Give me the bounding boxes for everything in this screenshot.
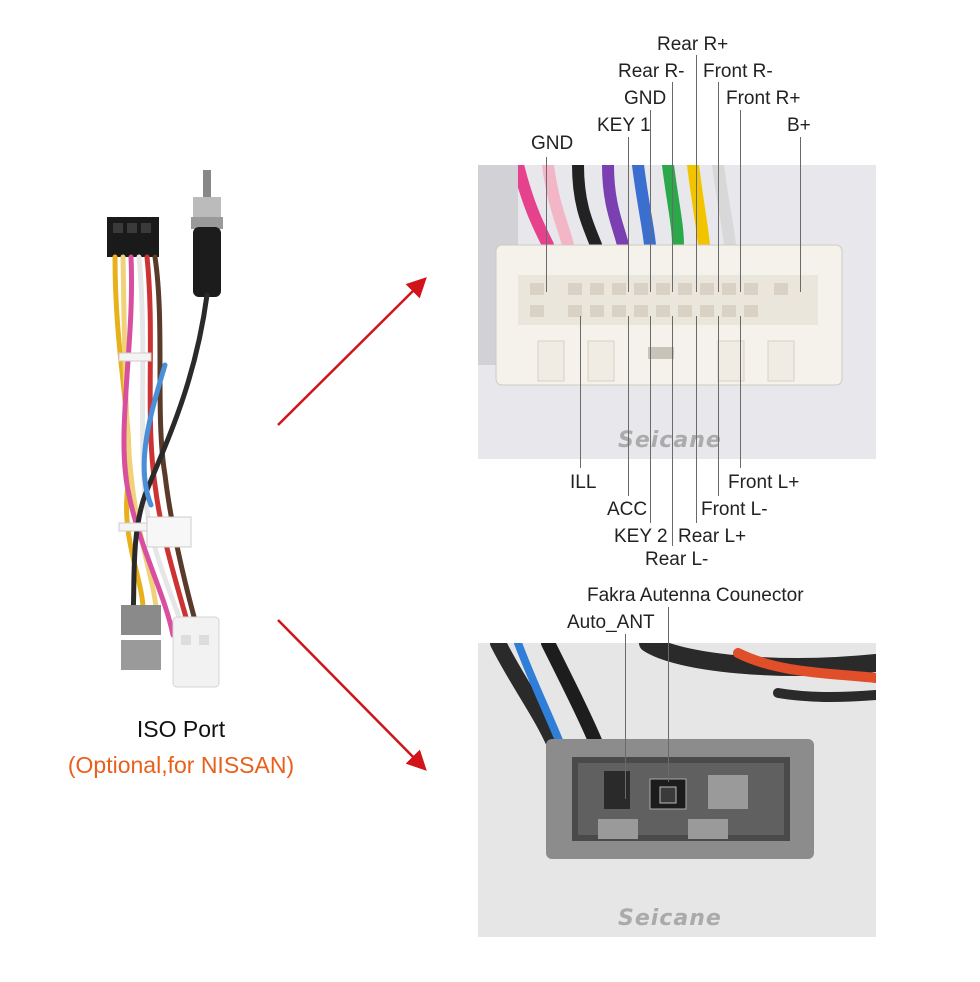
label-rear-r-plus: Rear R+ bbox=[657, 34, 729, 55]
label-b-plus: B+ bbox=[787, 115, 811, 136]
iso-port-subtitle: (Optional,for NISSAN) bbox=[67, 752, 295, 778]
label-gnd-outer: GND bbox=[531, 133, 574, 154]
leader-key1 bbox=[628, 137, 629, 292]
label-gnd-inner: GND bbox=[624, 88, 667, 109]
leader-front-l-minus bbox=[718, 316, 719, 496]
leader-rear-l-minus bbox=[672, 316, 673, 546]
seicane-watermark-top: Seicane bbox=[618, 428, 722, 453]
iso-port-title: ISO Port bbox=[136, 716, 226, 742]
label-auto-ant: Auto_ANT bbox=[567, 612, 655, 633]
leader-rear-r-minus bbox=[672, 82, 673, 292]
label-key1: KEY 1 bbox=[597, 115, 651, 136]
seicane-watermark-bottom: Seicane bbox=[618, 906, 722, 931]
main-connector-photo: Seicane bbox=[478, 165, 876, 459]
leader-front-r-plus bbox=[740, 110, 741, 292]
leader-front-l-plus bbox=[740, 316, 741, 468]
iso-harness-illustration bbox=[107, 170, 223, 688]
label-front-r-minus: Front R- bbox=[703, 61, 773, 82]
leader-rear-r-plus bbox=[696, 55, 697, 292]
leader-gnd-inner bbox=[650, 110, 651, 292]
label-front-r-plus: Front R+ bbox=[726, 88, 801, 109]
leader-b-plus bbox=[800, 137, 801, 292]
label-front-l-minus: Front L- bbox=[701, 499, 768, 520]
leader-rear-l-plus bbox=[696, 316, 697, 523]
label-acc: ACC bbox=[607, 499, 648, 520]
leader-ill bbox=[580, 316, 581, 468]
label-rear-l-minus: Rear L- bbox=[645, 549, 709, 570]
label-rear-l-plus: Rear L+ bbox=[678, 526, 747, 547]
leader-front-r-minus bbox=[718, 82, 719, 292]
label-fakra-connector: Fakra Autenna Counector bbox=[587, 585, 804, 606]
leader-auto-ant bbox=[625, 634, 626, 799]
arrow-up-right bbox=[277, 277, 427, 426]
label-key2: KEY 2 bbox=[614, 526, 668, 547]
leader-acc bbox=[628, 316, 629, 496]
label-front-l-plus: Front L+ bbox=[728, 472, 800, 493]
leader-fakra bbox=[668, 607, 669, 782]
label-ill: ILL bbox=[570, 472, 597, 493]
leader-gnd-outer bbox=[546, 157, 547, 292]
arrow-down-right bbox=[277, 619, 427, 771]
label-rear-r-minus: Rear R- bbox=[618, 61, 685, 82]
leader-key2 bbox=[650, 316, 651, 523]
antenna-connector-photo: Seicane bbox=[478, 643, 876, 937]
